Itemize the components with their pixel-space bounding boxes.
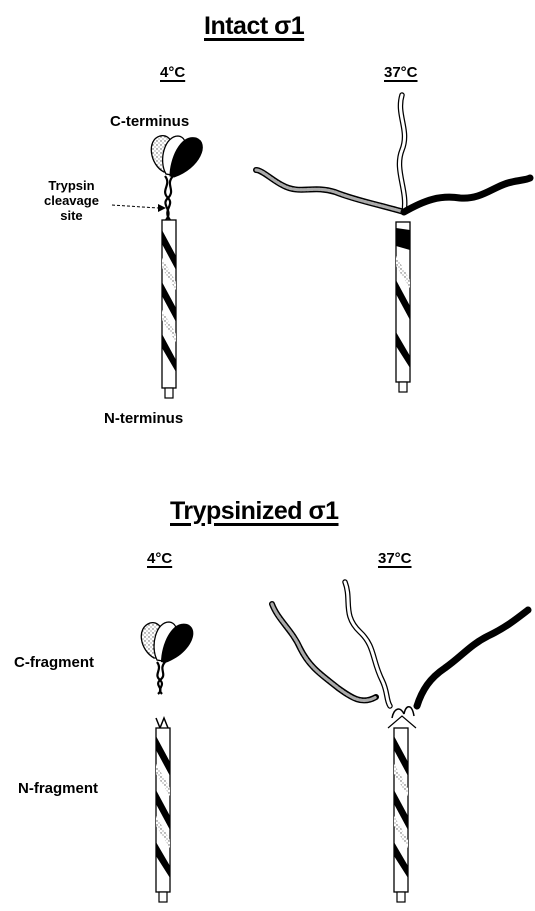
trypsinized-37c-c-fragment — [272, 582, 528, 706]
unfolded-head-strands — [256, 95, 530, 212]
trypsinized-4c-c-fragment — [141, 622, 193, 694]
cleavage-arrow — [112, 205, 158, 208]
intact-4c-molecule — [112, 136, 202, 398]
neck-region — [165, 176, 173, 220]
tail-domain — [162, 220, 176, 398]
head-domain — [151, 136, 202, 177]
tail-domain-37c — [396, 222, 410, 392]
intact-37c-molecule — [256, 95, 530, 392]
trypsinized-37c-n-fragment — [388, 707, 416, 902]
trypsinized-4c-n-fragment — [156, 718, 170, 902]
